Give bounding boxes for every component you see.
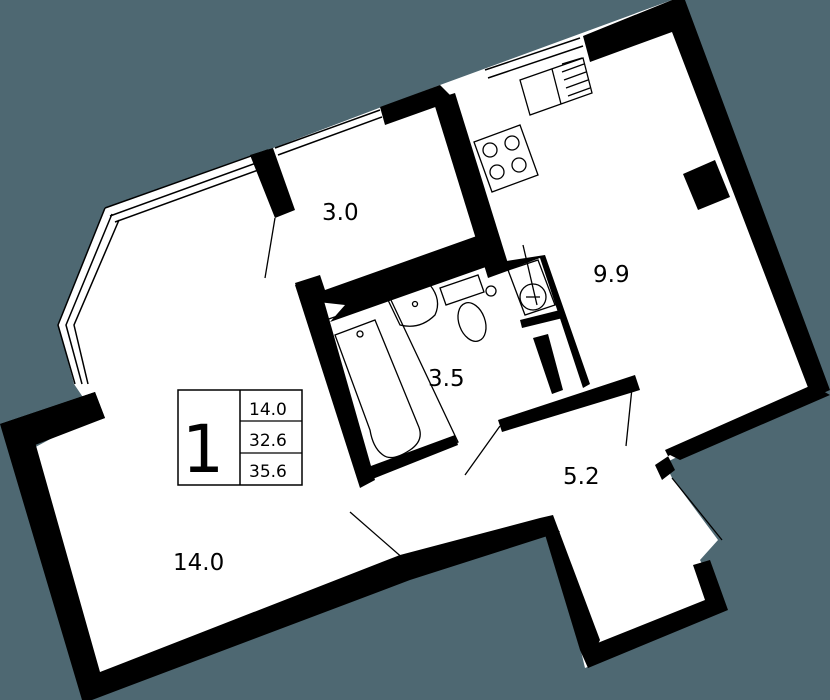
room-area-living: 14.0 xyxy=(173,550,224,576)
summary-table: 1 14.0 32.6 35.6 xyxy=(177,389,303,488)
windows xyxy=(57,37,584,385)
sink-hatch xyxy=(561,57,591,97)
room-area-kitchen: 9.9 xyxy=(593,262,630,288)
total-area-with-balcony-value: 35.6 xyxy=(249,462,287,482)
sink-icon xyxy=(519,57,593,116)
bathtub-icon xyxy=(319,297,459,473)
toilet-icon xyxy=(439,274,497,342)
washbasin-icon xyxy=(387,284,439,327)
living-area-value: 14.0 xyxy=(249,400,287,420)
kitchen-fixtures xyxy=(473,57,593,193)
bathroom-fixtures xyxy=(319,244,556,473)
stove-icon xyxy=(473,124,539,193)
room-area-storage: 3.0 xyxy=(322,200,359,226)
room-area-bathroom: 3.5 xyxy=(428,366,465,392)
room-labels: 14.0 3.0 9.9 3.5 5.2 xyxy=(173,200,630,576)
door-lines xyxy=(264,217,723,561)
washing-machine-icon xyxy=(507,244,556,316)
rooms-count: 1 xyxy=(182,411,224,488)
room-area-hallway: 5.2 xyxy=(563,464,600,490)
total-area-value: 32.6 xyxy=(249,431,287,451)
